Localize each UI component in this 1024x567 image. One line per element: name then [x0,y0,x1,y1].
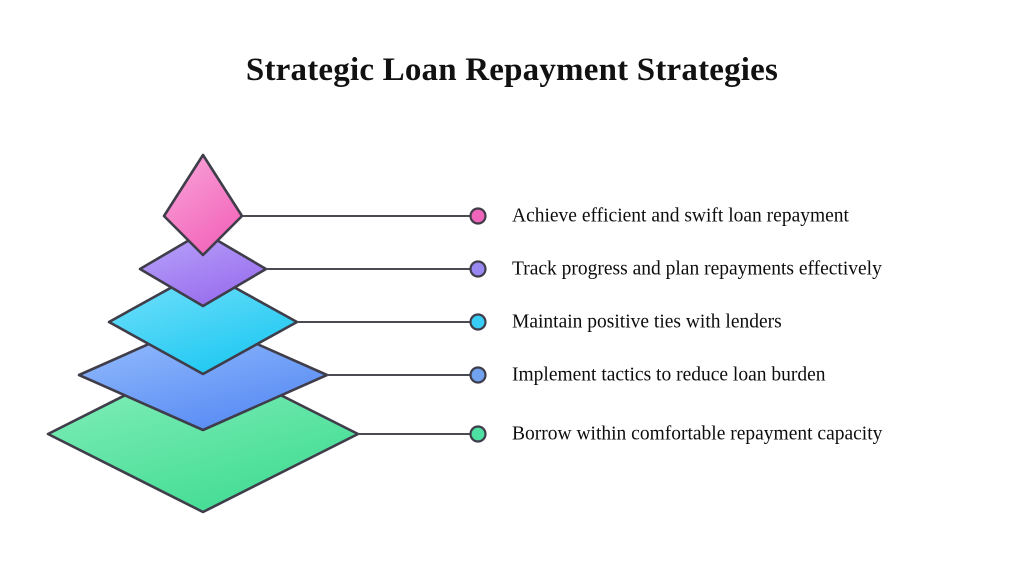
page-title: Strategic Loan Repayment Strategies [245,52,779,88]
connector-dot-5[interactable] [469,425,487,443]
connector-dot-3[interactable] [469,313,487,331]
pyramid-level-1-label: Achieve efficient and swift loan repayme… [512,205,849,227]
pyramid-level-3-shape[interactable] [107,268,299,376]
pyramid-level-4-label: Implement tactics to reduce loan burden [512,364,826,386]
pyramid-level-3-label: Maintain positive ties with lenders [512,311,782,333]
pyramid-level-2-shape[interactable] [138,230,268,308]
connector-dot-1[interactable] [469,207,487,225]
pyramid-level-1-shape[interactable] [162,153,244,257]
connector-dot-2[interactable] [469,260,487,278]
connector-dot-4[interactable] [469,366,487,384]
pyramid-level-5-label: Borrow within comfortable repayment capa… [512,423,883,445]
pyramid-level-2-label: Track progress and plan repayments effec… [512,258,882,280]
